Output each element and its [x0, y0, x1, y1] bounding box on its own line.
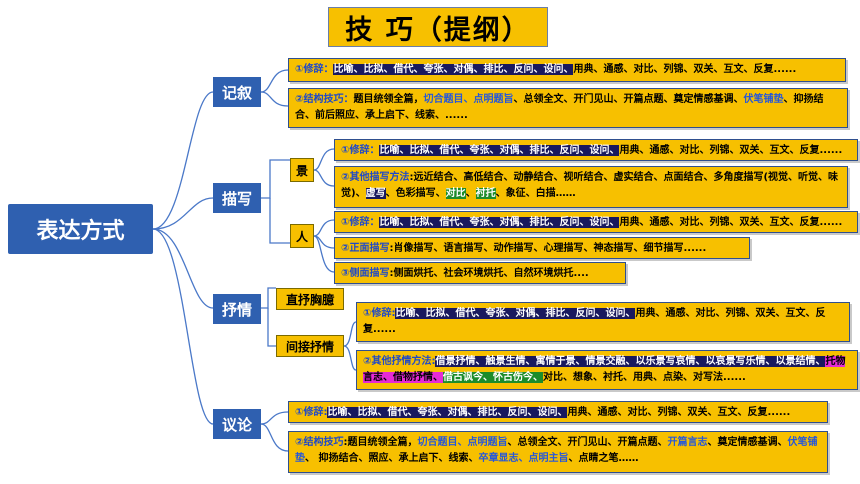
branch-description: 描写	[213, 183, 261, 213]
lyric-other-card: ②其他抒情方法:借景抒情、触景生情、寓情于景、情景交融、以乐景写哀情、以哀景写乐…	[356, 350, 858, 390]
scene-other-card: ②其他描写方法:远近结合、高低结合、动静结合、视听结合、虚实结合、点面结合、多角…	[334, 166, 848, 208]
card-highlight: 切合题目、点明题旨	[417, 437, 508, 448]
page-title: 技 巧（提纲）	[328, 7, 548, 47]
branch-argument: 议论	[213, 409, 261, 439]
card-prefix: ②结构技巧：	[295, 94, 354, 105]
card-prefix: ②其他描写方法	[341, 172, 410, 183]
card-highlight: 衬托	[475, 188, 496, 199]
card-text: 、色彩描写、	[385, 188, 446, 199]
card-highlight: 虚写	[365, 188, 386, 199]
card-text: 、 抑扬结合、照应、承上启下、线索、	[305, 453, 479, 464]
person-direct-card: ②正面描写:肖像描写、语言描写、动作描写、心理描写、神态描写、细节描写.....…	[334, 237, 750, 259]
card-text: 、抑扬结合、前后照应、承上启下、线索、......	[295, 94, 824, 121]
card-highlight: 借景抒情、触景生情、寓情于景、情景交融、以乐景写哀情、以哀景写乐情、以景结情、	[435, 356, 826, 367]
card-text: :题目统领全篇，	[343, 437, 418, 448]
card-text: 用典、通感、对比、列锦、双关、互文、反复......	[619, 145, 843, 156]
card-text: 、总领全文、开门见山、开篇点题、奠定情感基调、	[513, 94, 744, 105]
card-text: 、奠定情感基调、	[707, 437, 788, 448]
card-prefix: ②正面描写	[341, 243, 390, 254]
person-indirect-card: ③侧面描写:侧面烘托、社会环境烘托、自然环境烘托....	[334, 262, 626, 284]
card-text: :肖像描写、语言描写、动作描写、心理描写、神态描写、细节描写......	[389, 243, 707, 254]
card-text: 对比、想象、衬托、用典、点染、对写法......	[543, 372, 746, 383]
card-prefix: ①修辞：	[341, 217, 380, 228]
card-highlight: 比喻、比拟、借代、夸张、对偶、排比、反问、设问、	[327, 407, 568, 418]
card-prefix: ②其他抒情方法:	[363, 356, 436, 367]
card-text: 、象征、白描……	[495, 188, 576, 199]
argument-rhetoric-card: ①修辞:比喻、比拟、借代、夸张、对偶、排比、反问、设问、用典、通感、对比、列锦、…	[288, 401, 828, 423]
sub-scene: 景	[290, 158, 314, 182]
card-text: 用典、通感、对比、列锦、双关、互文、反复......	[567, 407, 791, 418]
card-highlight: 比喻、比拟、借代、夸张、对偶、排比、反问、设问、	[379, 145, 620, 156]
root-node: 表达方式	[8, 204, 153, 254]
card-text: 用典、通感、对比、列锦、双关、互文、反复......	[573, 64, 797, 75]
branch-lyric: 抒情	[213, 294, 261, 324]
card-prefix: ①修辞:	[295, 407, 328, 418]
sub-person: 人	[290, 224, 314, 248]
card-highlight: 开篇言志	[667, 437, 708, 448]
card-highlight: 比喻、比拟、借代、夸张、对偶、排比、反问、设问、	[395, 308, 636, 319]
card-prefix: ①修辞:	[363, 308, 396, 319]
card-highlight: 借古讽今、怀古伤今、	[443, 372, 543, 383]
card-highlight: 伏笔铺垫	[743, 94, 784, 105]
card-highlight: 比喻、比拟、借代、夸张、对偶、排比、反问、设问、	[333, 64, 574, 75]
card-text: 用典、通感、对比、列锦、双关、互文、反复......	[363, 308, 826, 335]
card-highlight: 对比	[445, 188, 466, 199]
card-highlight: 卒章显志、点明主旨	[478, 453, 569, 464]
narrative-structure-card: ②结构技巧：题目统领全篇，切合题目、点明题旨、总领全文、开门见山、开篇点题、奠定…	[288, 88, 848, 128]
card-prefix: ③侧面描写	[341, 268, 390, 279]
card-text: 用典、通感、对比、列锦、双关、互文、反复......	[619, 217, 843, 228]
scene-rhetoric-card: ①修辞：比喻、比拟、借代、夸张、对偶、排比、反问、设问、用典、通感、对比、列锦、…	[334, 139, 858, 161]
card-prefix: ①修辞：	[341, 145, 380, 156]
card-text: 、	[465, 188, 476, 199]
card-text: :远近结合、高低结合、动静结合、视听结合、虚实结合、点面结合、多角度描写(视觉、…	[341, 172, 839, 199]
sub-indirect-lyric: 间接抒情	[276, 335, 344, 357]
card-text: 、总领全文、开门见山、开篇点题、	[507, 437, 668, 448]
card-prefix: ①修辞：	[295, 64, 334, 75]
card-text: 、点睛之笔……	[568, 453, 639, 464]
card-prefix: ②结构技巧	[295, 437, 344, 448]
branch-narrative: 记叙	[213, 77, 261, 107]
person-rhetoric-card: ①修辞：比喻、比拟、借代、夸张、对偶、排比、反问、设问、用典、通感、对比、列锦、…	[334, 211, 858, 233]
narrative-rhetoric-card: ①修辞：比喻、比拟、借代、夸张、对偶、排比、反问、设问、用典、通感、对比、列锦、…	[288, 58, 846, 82]
sub-direct-lyric: 直抒胸臆	[276, 288, 344, 310]
card-highlight: 切合题目、点明题旨	[423, 94, 514, 105]
argument-structure-card: ②结构技巧:题目统领全篇，切合题目、点明题旨、总领全文、开门见山、开篇点题、开篇…	[288, 431, 828, 473]
card-highlight: 比喻、比拟、借代、夸张、对偶、排比、反问、设问、	[379, 217, 620, 228]
card-highlight: 伏笔铺垫	[295, 437, 818, 464]
card-text: 题目统领全篇，	[353, 94, 424, 105]
card-text: :侧面烘托、社会环境烘托、自然环境烘托....	[389, 268, 589, 279]
lyric-rhetoric-card: ①修辞:比喻、比拟、借代、夸张、对偶、排比、反问、设问、用典、通感、对比、列锦、…	[356, 302, 850, 342]
